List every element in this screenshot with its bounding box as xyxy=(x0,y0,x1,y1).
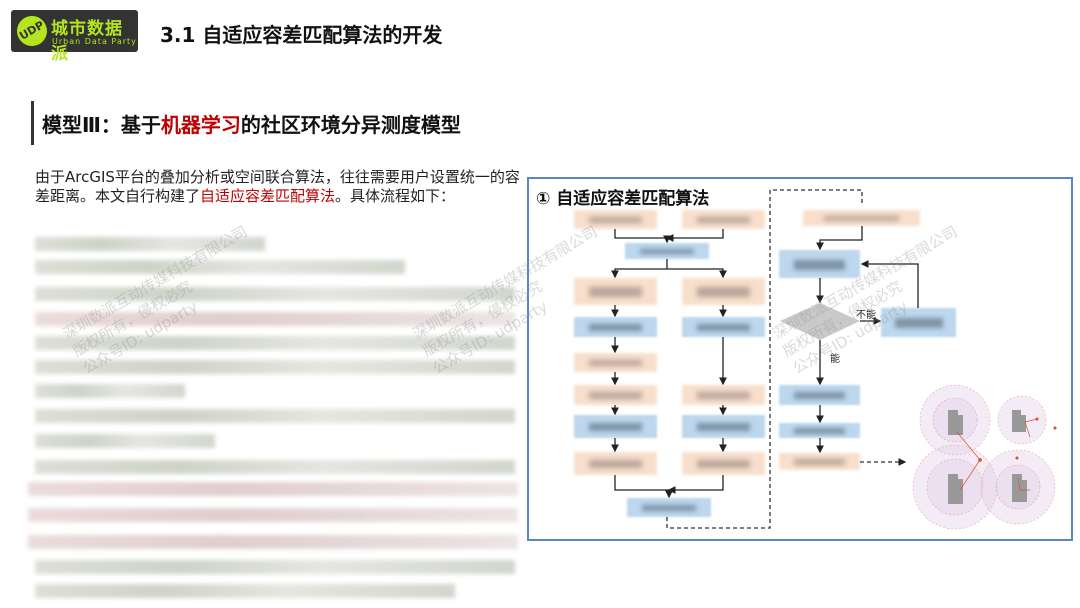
page-title: 3.1 自适应容差匹配算法的开发 xyxy=(160,23,443,47)
heading-bar xyxy=(31,101,34,145)
intro-text: 由于ArcGIS平台的叠加分析或空间联合算法，往往需要用户设置统一的容差距离。本… xyxy=(35,168,520,205)
heading-highlight: 机器学习 xyxy=(160,113,241,137)
logo: UDP 城市数据派 Urban Data Party xyxy=(11,10,138,64)
diagram-title: ① 自适应容差匹配算法 xyxy=(536,189,710,209)
label-cannot: 不能 xyxy=(856,310,876,321)
section-heading: 模型Ⅲ：基于机器学习的社区环境分异测度模型 xyxy=(42,109,461,138)
logo-name-en: Urban Data Party xyxy=(52,37,137,46)
buffer-circles xyxy=(912,384,1056,530)
logo-name-cn: 城市数据派 xyxy=(51,19,123,64)
heading-text: 模型Ⅲ：基于 xyxy=(42,113,161,137)
heading-text-end: 的社区环境分异测度模型 xyxy=(240,113,461,137)
intro-paragraph: 由于ArcGIS平台的叠加分析或空间联合算法，往往需要用户设置统一的容差距离。本… xyxy=(35,168,525,205)
diagram-frame xyxy=(527,177,1073,541)
intro-highlight: 自适应容差匹配算法 xyxy=(200,186,336,205)
label-can: 能 xyxy=(830,354,840,365)
intro-text-end: 。具体流程如下： xyxy=(335,186,456,205)
